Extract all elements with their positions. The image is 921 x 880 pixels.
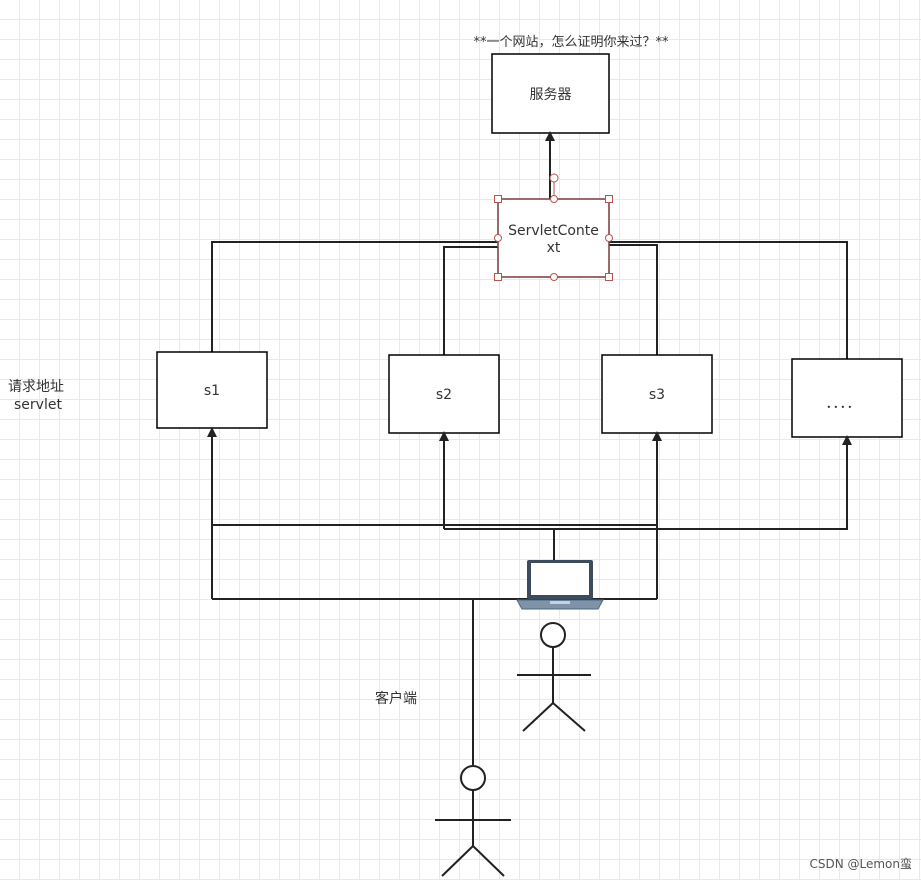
resize-handle-n[interactable] <box>550 195 558 203</box>
stick-figure-icon[interactable] <box>435 765 511 877</box>
server-box[interactable]: 服务器 <box>491 53 610 134</box>
server-label: 服务器 <box>530 87 572 103</box>
resize-handle-ne[interactable] <box>605 195 613 203</box>
watermark: CSDN @Lemon蛮 <box>809 856 912 871</box>
servlet-box-s1[interactable]: s1 <box>156 351 268 429</box>
resize-handle-w[interactable] <box>494 234 502 242</box>
laptop-icon[interactable] <box>516 560 604 610</box>
s2-to-context-wire <box>443 246 498 355</box>
servlet-box-s2[interactable]: s2 <box>388 354 500 434</box>
servlet-context-label-line1: ServletConte <box>508 223 599 239</box>
more-to-context-wire <box>609 241 848 359</box>
servlet-label: ．．．． <box>826 396 861 412</box>
diagram-title: **一个网站，怎么证明你来过？** <box>473 35 669 50</box>
side-label-line1: 请求地址 <box>8 379 64 395</box>
client-label: 客户端 <box>375 690 417 707</box>
resize-handle-s[interactable] <box>550 273 558 281</box>
servlet-box-more[interactable]: ．．．． <box>791 358 903 438</box>
s1-to-context-wire <box>211 241 498 352</box>
request-arrow-more <box>554 435 852 530</box>
resize-handle-se[interactable] <box>605 273 613 281</box>
servlet-context-label-line2: xt <box>547 240 561 256</box>
servlet-context-box[interactable]: ServletConte xt <box>494 173 613 281</box>
servlet-label: s1 <box>204 383 220 399</box>
side-label-line2: servlet <box>14 397 62 413</box>
s3-to-context-wire <box>609 244 658 355</box>
resize-handle-e[interactable] <box>605 234 613 242</box>
stick-figure-icon[interactable] <box>517 622 591 732</box>
resize-handle-sw[interactable] <box>494 273 502 281</box>
rotate-handle[interactable] <box>549 173 559 183</box>
resize-handle-nw[interactable] <box>494 195 502 203</box>
servlet-label: s2 <box>436 387 452 403</box>
servlet-label: s3 <box>649 387 665 403</box>
servlet-box-s3[interactable]: s3 <box>601 354 713 434</box>
